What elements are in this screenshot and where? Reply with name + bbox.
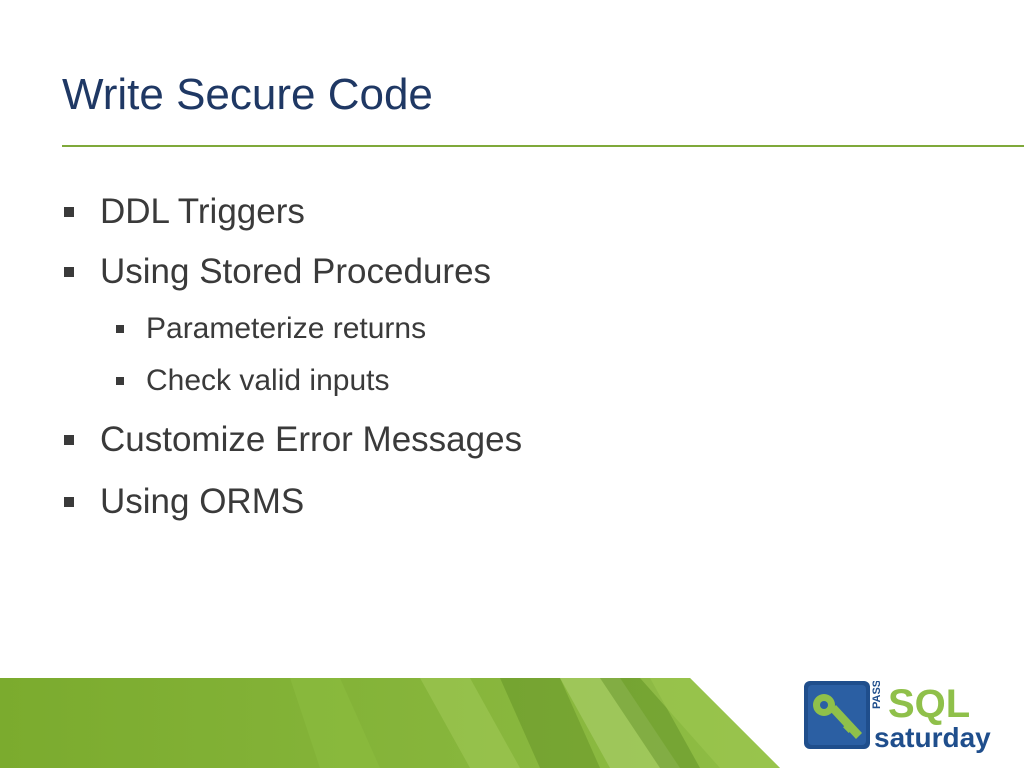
bullet-item: DDL Triggers <box>64 192 305 232</box>
key-icon <box>813 694 862 739</box>
logo-sql-text: SQL <box>888 682 970 726</box>
bullet-text: Using ORMS <box>100 482 305 521</box>
bullet-square-icon <box>64 207 74 217</box>
footer-stripe <box>500 678 600 768</box>
bullet-item: Using ORMS <box>64 482 305 522</box>
bullet-text: Parameterize returns <box>146 312 427 345</box>
footer-green-band <box>0 678 780 768</box>
bullet-item: Customize Error Messages <box>64 420 523 460</box>
footer-stripe <box>640 678 780 768</box>
logo-pass-text: PASS <box>871 681 883 709</box>
bullet-square-icon <box>64 435 74 445</box>
bullet-item: Using Stored Procedures <box>64 252 492 292</box>
title-divider <box>62 145 1024 147</box>
sql-saturday-logo: PASS SQL saturday <box>804 681 991 753</box>
bullet-text: Check valid inputs <box>146 364 390 397</box>
footer-stripe <box>600 678 700 768</box>
sub-bullet-item: Parameterize returns <box>116 312 427 346</box>
bullet-square-icon <box>116 377 124 385</box>
bullet-square-icon <box>64 267 74 277</box>
bullet-text: Using Stored Procedures <box>100 252 492 291</box>
bullet-text: Customize Error Messages <box>100 420 523 459</box>
logo-saturday-text: saturday <box>874 722 991 753</box>
bullet-square-icon <box>64 497 74 507</box>
sub-bullet-item: Check valid inputs <box>116 364 390 398</box>
bullet-text: DDL Triggers <box>100 192 305 231</box>
bullet-square-icon <box>116 325 124 333</box>
footer-band <box>0 678 780 768</box>
footer-stripe <box>560 678 680 768</box>
slide-title: Write Secure Code <box>62 70 433 119</box>
footer-stripe <box>290 678 380 768</box>
footer-stripe <box>420 678 520 768</box>
